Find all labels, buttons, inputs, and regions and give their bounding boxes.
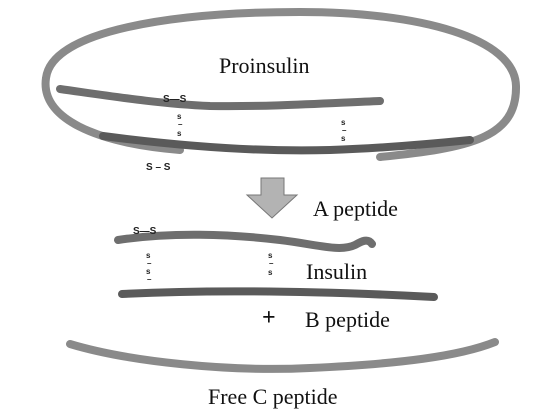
free-c-peptide-chain	[66, 338, 499, 373]
svg-text:s: s	[177, 129, 182, 138]
proinsulin-ss-lower: S – S	[146, 162, 171, 173]
c-peptide-loop	[41, 7, 521, 161]
label-proinsulin: Proinsulin	[219, 53, 309, 78]
svg-text:s: s	[146, 267, 151, 276]
label-insulin: Insulin	[306, 259, 367, 284]
svg-text:–: –	[147, 275, 152, 284]
proinsulin-molecule: S—S s – s s – s S – S Proinsulin	[41, 7, 521, 173]
proinsulin-ss-bond-left: s – s	[177, 112, 183, 138]
svg-text:s: s	[341, 118, 346, 127]
svg-text:s: s	[268, 251, 273, 260]
label-b-peptide: B peptide	[305, 307, 390, 332]
proinsulin-b-chain	[99, 132, 474, 155]
insulin-ss-bond-right: s – s	[268, 251, 274, 277]
proinsulin-a-chain	[56, 85, 384, 111]
insulin-a-chain	[114, 230, 376, 252]
svg-text:s: s	[146, 251, 151, 260]
insulin-b-chain	[118, 287, 438, 301]
svg-text:s: s	[341, 134, 346, 143]
svg-text:s: s	[177, 112, 182, 121]
svg-text:–: –	[178, 120, 183, 129]
svg-text:–: –	[269, 259, 274, 268]
insulin-molecule: S—S s – s – s – s Insulin	[114, 226, 438, 301]
label-free-c-peptide: Free C peptide	[208, 384, 338, 409]
svg-text:–: –	[147, 259, 152, 268]
cleavage-arrow	[245, 177, 299, 219]
label-a-peptide: A peptide	[313, 196, 398, 221]
insulin-ss-intra: S—S	[133, 226, 157, 237]
svg-text:–: –	[342, 126, 347, 135]
plus-sign: +	[262, 305, 276, 331]
svg-text:s: s	[268, 268, 273, 277]
proinsulin-ss-bond-right: s – s	[341, 118, 347, 143]
insulin-ss-bond-left: s – s –	[146, 251, 152, 284]
proinsulin-ss-intra: S—S	[163, 94, 187, 105]
